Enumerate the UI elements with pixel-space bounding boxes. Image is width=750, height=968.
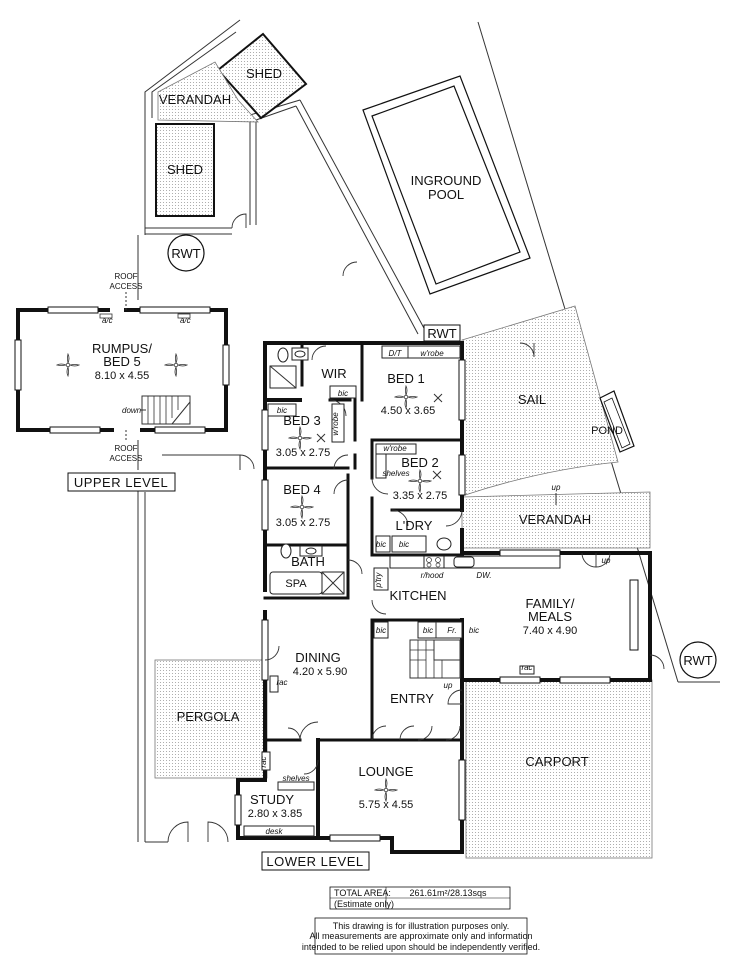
bed2-dim: 3.35 x 2.75 xyxy=(393,490,447,502)
rwt-tank-right: RWT xyxy=(679,641,717,679)
desk-label: desk xyxy=(266,827,284,836)
windows xyxy=(234,359,639,842)
bed1-dim: 4.50 x 3.65 xyxy=(381,405,435,417)
disclaimer-line-2: All measurements are approximate only an… xyxy=(309,931,532,941)
rumpus-room: down a/c a/c RUMPUS/ BED 5 8.10 x 4.55 R… xyxy=(14,272,230,463)
shelves-bed2-label: shelves xyxy=(382,469,409,478)
rumpus-label-2: BED 5 xyxy=(103,354,141,369)
carport-label: CARPORT xyxy=(525,754,588,769)
room-labels: WIR bic D/T w'robe BED 1 4.50 x 3.65 bic… xyxy=(248,349,611,836)
bic-kitchen-2: bic xyxy=(423,626,433,635)
ac1-label: a/c xyxy=(102,316,113,325)
bed4-label: BED 4 xyxy=(283,482,321,497)
rumpus-dim: 8.10 x 4.55 xyxy=(95,370,149,382)
disclaimer: This drawing is for illustration purpose… xyxy=(302,917,540,955)
bic-laundry-2: bic xyxy=(399,540,409,549)
shed-left-label: SHED xyxy=(167,162,203,177)
bic-kitchen-1: bic xyxy=(376,626,386,635)
dishwasher-label: DW. xyxy=(476,571,491,580)
pool-label-2: POOL xyxy=(428,187,464,202)
pergola-label: PERGOLA xyxy=(177,709,240,724)
front-gates xyxy=(145,821,229,843)
lounge-dim: 5.75 x 4.55 xyxy=(359,799,413,811)
study-label: STUDY xyxy=(250,792,294,807)
roof-access-top-1: ROOF xyxy=(114,272,137,281)
family-dim: 7.40 x 4.90 xyxy=(523,625,577,637)
shed-left: SHED xyxy=(155,123,215,217)
entry-up-label: up xyxy=(444,681,453,690)
wrobe-bed2-label: w'robe xyxy=(383,444,407,453)
bed2-label: BED 2 xyxy=(401,455,439,470)
pool-label-1: INGROUND xyxy=(411,173,482,188)
laundry-label: L'DRY xyxy=(396,518,433,533)
roof-access-bottom-1: ROOF xyxy=(114,444,137,453)
shed-top-label: SHED xyxy=(246,66,282,81)
area-value: 261.61m²/28.13sqs xyxy=(409,888,487,898)
pond-label: POND xyxy=(591,425,623,437)
rumpus-down-label: down xyxy=(122,406,142,415)
rwt-right-label: RWT xyxy=(683,653,712,668)
rwt-top-label: RWT xyxy=(171,246,200,261)
spa-label: SPA xyxy=(285,578,307,590)
verandah-top-label: VERANDAH xyxy=(159,92,231,107)
bic-bed3-label: bic xyxy=(277,406,287,415)
fridge-label: Fr. xyxy=(447,626,456,635)
shed-top: SHED xyxy=(216,32,308,120)
bath-label: BATH xyxy=(291,554,325,569)
family-up-label: up xyxy=(602,556,611,565)
upper-level-label: UPPER LEVEL xyxy=(74,475,168,490)
inground-pool: INGROUND POOL xyxy=(342,75,531,295)
wrobe-bed3-label: w'robe xyxy=(331,412,340,436)
bed3-label: BED 3 xyxy=(283,413,321,428)
area-label: TOTAL AREA: xyxy=(334,888,391,898)
area-table: TOTAL AREA: 261.61m²/28.13sqs (Estimate … xyxy=(329,886,511,910)
rumpus-label-1: RUMPUS/ xyxy=(92,341,152,356)
rac-dining-label: rac xyxy=(276,678,287,687)
rac-family-label: rac xyxy=(521,663,532,672)
bic-wir-label: bic xyxy=(338,389,348,398)
fixtures xyxy=(243,345,561,837)
lower-level-tag: LOWER LEVEL xyxy=(261,851,370,871)
family-label-1: FAMILY/ xyxy=(526,596,575,611)
bed1-label: BED 1 xyxy=(387,371,425,386)
roof-access-top-2: ACCESS xyxy=(110,282,143,291)
study-dim: 2.80 x 3.85 xyxy=(248,808,302,820)
verandah-mid-label: VERANDAH xyxy=(519,512,591,527)
kitchen-label: KITCHEN xyxy=(389,588,446,603)
bed3-dim: 3.05 x 2.75 xyxy=(276,447,330,459)
lounge-label: LOUNGE xyxy=(359,764,414,779)
rwt-mid-label: RWT xyxy=(427,326,456,341)
lower-level-label: LOWER LEVEL xyxy=(266,854,363,869)
bic-laundry-1: bic xyxy=(376,540,386,549)
area-note: (Estimate only) xyxy=(334,899,394,909)
bed4-dim: 3.05 x 2.75 xyxy=(276,517,330,529)
dining-dim: 4.20 x 5.90 xyxy=(293,666,347,678)
carport: CARPORT xyxy=(465,679,653,859)
dt-label: D/T xyxy=(389,349,403,358)
dining-label: DINING xyxy=(295,650,341,665)
verandah-up-label: up xyxy=(552,483,561,492)
bic-kitchen-3: bic xyxy=(469,626,479,635)
verandah-mid: VERANDAH up xyxy=(461,483,651,549)
ac2-label: a/c xyxy=(180,316,191,325)
rwt-tank-top: RWT xyxy=(167,234,205,272)
wir-label: WIR xyxy=(321,366,346,381)
wrobe-bed1-label: w'robe xyxy=(420,349,444,358)
sail-area: SAIL POND xyxy=(461,305,635,497)
family-label-2: MEALS xyxy=(528,609,572,624)
sail-label: SAIL xyxy=(518,392,546,407)
verandah-top: VERANDAH xyxy=(157,61,259,123)
pantry-label: p'try xyxy=(374,572,383,589)
roof-access-bottom-2: ACCESS xyxy=(110,454,143,463)
rangehood-label: r/hood xyxy=(421,571,444,580)
shelves-study-label: shelves xyxy=(282,774,309,783)
disclaimer-line-3: intended to be relied upon should be ind… xyxy=(302,942,540,952)
entry-label: ENTRY xyxy=(390,691,434,706)
rac-study-label: rac xyxy=(259,756,268,767)
disclaimer-line-1: This drawing is for illustration purpose… xyxy=(333,921,509,931)
upper-level-tag: UPPER LEVEL xyxy=(67,472,176,492)
pergola: PERGOLA xyxy=(154,659,268,779)
